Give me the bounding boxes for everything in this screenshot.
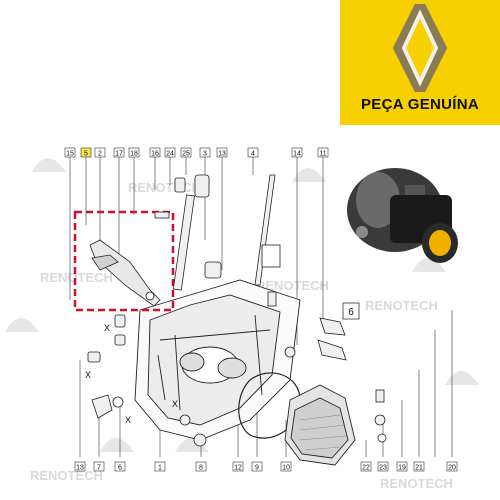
callout-number: 13 (76, 465, 84, 472)
callout-number: 6 (118, 465, 122, 472)
side-tag-label: 6 (348, 307, 354, 318)
watermark-text: RENOTECH (40, 270, 113, 285)
callout-number: 10 (282, 465, 290, 472)
cross-mark: X (125, 415, 131, 425)
helmet-icon (32, 158, 66, 172)
callout-number: 24 (166, 151, 174, 158)
callout-number: 17 (115, 151, 123, 158)
helmet-icon (292, 168, 326, 182)
gasket-ring (238, 372, 301, 439)
helmet-icon (412, 258, 446, 272)
side-tag-box (342, 302, 360, 320)
callout-number: 7 (97, 465, 101, 472)
callout-number: 18 (130, 151, 138, 158)
gearbox-photo (347, 168, 458, 263)
callout-number: 20 (448, 465, 456, 472)
watermark-helmet-icons (5, 158, 479, 452)
gearbox-cover (284, 384, 356, 466)
cross-mark: X (172, 399, 178, 409)
renault-diamond-logo-icon (392, 4, 448, 92)
helmet-icon (445, 371, 479, 385)
callout-number: 19 (398, 465, 406, 472)
callout-number: 14 (293, 151, 301, 158)
callout-number: 11 (319, 151, 326, 158)
genuine-part-badge: PEÇA GENUÍNA (340, 0, 500, 125)
callout-box (74, 461, 86, 472)
callout-number: 13 (218, 151, 226, 158)
callout-number: 23 (379, 465, 387, 472)
cross-marks: X X X X (85, 323, 178, 425)
watermark-text: RENOTECH (365, 298, 438, 313)
callout-box (377, 461, 389, 472)
genuine-part-label: PEÇA GENUÍNA (360, 96, 480, 113)
callout-box (280, 461, 292, 472)
callout-number: 15 (66, 151, 74, 158)
cross-mark: X (85, 370, 91, 380)
highlighted-part-frame (73, 210, 175, 312)
watermark-text: RENOTECH (256, 278, 329, 293)
callout-number: 25 (182, 151, 190, 158)
callout-number: 12 (234, 465, 242, 472)
callout-box (396, 461, 408, 472)
callout-row-bottom: 13 7 6 1 8 12 9 10 22 23 19 21 20 (74, 461, 458, 472)
callout-box (232, 461, 244, 472)
helmet-icon (100, 438, 134, 452)
callout-number: 21 (415, 465, 423, 472)
callout-box (93, 461, 105, 472)
callout-box (413, 461, 425, 472)
callout-number: 16 (151, 151, 159, 158)
callout-box (251, 461, 263, 472)
callout-box (154, 461, 166, 472)
callout-box (446, 461, 458, 472)
callout-number: 8 (199, 465, 203, 472)
callout-number: 5 (84, 151, 88, 158)
watermark-text: RENOTECH (128, 180, 201, 195)
callout-number: 4 (251, 151, 255, 158)
callout-number: 1 (158, 465, 162, 472)
watermark-text: RENOTECH (30, 468, 103, 483)
callout-number: 22 (362, 465, 370, 472)
gearbox-housing (134, 279, 301, 441)
callout-number: 9 (255, 465, 259, 472)
callout-box (360, 461, 372, 472)
watermark-layer: RENOTECH RENOTECH RENOTECH RENOTECH RENO… (30, 180, 453, 491)
highlighted-part-5 (89, 239, 161, 307)
callout-box (195, 461, 207, 472)
cross-mark: X (104, 323, 110, 333)
helmet-icon (175, 438, 209, 452)
small-parts (87, 174, 387, 447)
callout-number: 2 (98, 151, 102, 158)
callout-number: 3 (203, 151, 207, 158)
watermark-text: RENOTECH (380, 476, 453, 491)
callout-box (114, 461, 126, 472)
helmet-icon (5, 318, 39, 332)
callout-row-top: 15 5 2 17 18 16 24 25 3 13 4 14 11 (64, 147, 329, 158)
